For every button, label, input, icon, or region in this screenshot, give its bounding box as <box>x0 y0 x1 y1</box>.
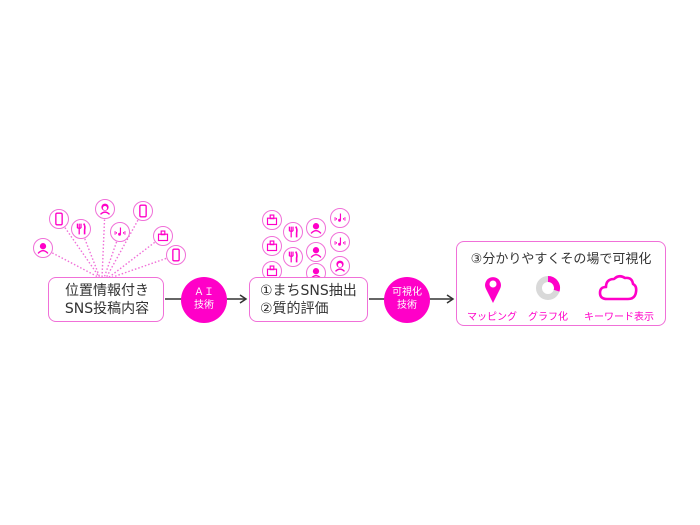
music-icon <box>110 222 130 242</box>
donut-chart-icon <box>536 275 560 300</box>
extraction-line-1: ①まちSNS抽出 <box>260 283 357 299</box>
building-icon <box>262 261 282 281</box>
building-icon <box>262 210 282 230</box>
fork-knife-icon <box>283 247 303 267</box>
visualization-title: ③分かりやすくその場で可視化 <box>470 252 652 267</box>
woman-icon <box>330 256 350 276</box>
caption-keyword: キーワード表示 <box>584 312 654 323</box>
source-line-1: 位置情報付き <box>65 283 149 299</box>
ai-technology-circle: ＡＩ 技術 <box>181 277 227 323</box>
visualization-box: ③分かりやすくその場で可視化 マッピング グラフ化 キーワード表示 <box>456 241 666 326</box>
person-icon <box>306 218 326 238</box>
extraction-line-2: ②質的評価 <box>260 301 329 317</box>
viz-label-2: 技術 <box>397 300 417 311</box>
building-icon <box>262 236 282 256</box>
caption-mapping: マッピング <box>467 312 517 323</box>
smartphone-icon <box>133 201 153 221</box>
source-box: 位置情報付き SNS投稿内容 <box>48 277 164 322</box>
woman-icon <box>95 199 115 219</box>
visualization-technology-circle: 可視化 技術 <box>384 277 430 323</box>
ai-label-2: 技術 <box>194 300 214 311</box>
person-icon <box>33 238 53 258</box>
music-icon <box>330 208 350 228</box>
smartphone-icon <box>49 209 69 229</box>
person-icon <box>306 242 326 262</box>
source-line-2: SNS投稿内容 <box>64 301 150 317</box>
cloud-icon <box>598 274 638 301</box>
caption-graph: グラフ化 <box>528 312 568 323</box>
ai-label-1: ＡＩ <box>194 287 214 298</box>
fork-knife-icon <box>283 222 303 242</box>
map-pin-icon <box>485 277 501 303</box>
viz-label-1: 可視化 <box>392 287 422 298</box>
building-icon <box>153 226 173 246</box>
extraction-box: ①まちSNS抽出 ②質的評価 <box>249 277 368 322</box>
music-icon <box>330 232 350 252</box>
smartphone-icon <box>166 245 186 265</box>
fork-knife-icon <box>71 219 91 239</box>
